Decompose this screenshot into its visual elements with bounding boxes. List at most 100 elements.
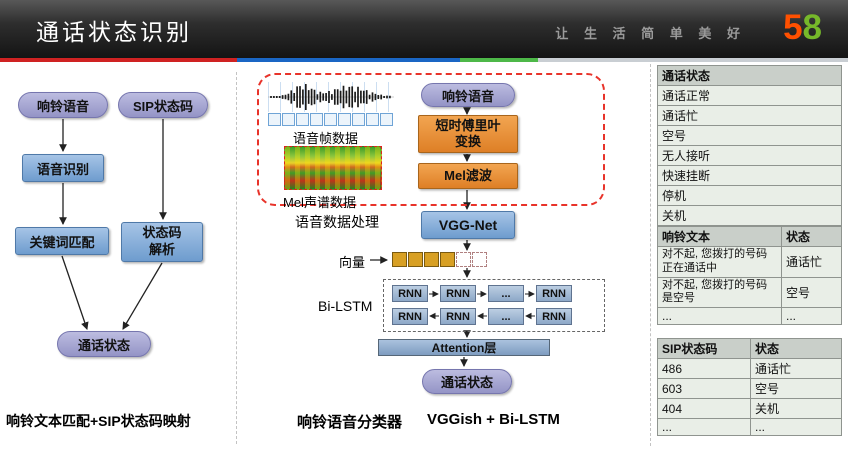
table-row: 603 空号	[657, 378, 842, 399]
table-row: 停机	[657, 185, 842, 206]
cell: 关机	[657, 205, 842, 226]
cell: 通话忙	[750, 358, 842, 379]
stripe-blue	[237, 58, 460, 62]
cell: 对不起, 您拨打的号码正在通话中	[657, 246, 782, 278]
logo-digit-5: 5	[783, 8, 803, 47]
node-stft: 短时傅里叶 变换	[418, 115, 518, 153]
stripe-gray	[538, 58, 848, 62]
rnn-label: RNN	[398, 287, 422, 300]
node-ring-voice: 响铃语音	[18, 92, 108, 118]
mel-spectrogram-image	[284, 146, 382, 190]
node-label: VGG-Net	[438, 217, 498, 233]
rnn-label: RNN	[542, 287, 566, 300]
frame-cell	[310, 113, 323, 126]
frame-cell	[380, 113, 393, 126]
rnn-label: RNN	[446, 310, 470, 323]
table-row: ... ...	[657, 418, 842, 436]
vector-label: 向量	[339, 255, 366, 270]
cell: 停机	[657, 185, 842, 206]
rnn-label: RNN	[542, 310, 566, 323]
rnn-cell: ...	[488, 285, 524, 302]
table-row: 404 关机	[657, 398, 842, 419]
table-row: 无人接听	[657, 145, 842, 166]
frame-cell	[268, 113, 281, 126]
cell: 空号	[750, 378, 842, 399]
vector-cell-dashed	[456, 252, 471, 267]
node-call-status-left: 通话状态	[57, 331, 151, 357]
vector-cell	[440, 252, 455, 267]
frame-data-label: 语音帧数据	[293, 131, 359, 146]
rnn-cell: RNN	[440, 308, 476, 325]
table-header-row: SIP状态码 状态	[657, 338, 842, 359]
frame-cell	[338, 113, 351, 126]
frame-cell	[296, 113, 309, 126]
vector-cell	[424, 252, 439, 267]
frame-cell	[282, 113, 295, 126]
cell: 603	[657, 378, 751, 399]
call-status-table: 通话状态 通话正常 通话忙 空号 无人接听 快速挂断 停机 关机	[657, 65, 842, 226]
brand-logo: 58	[783, 7, 822, 49]
table-header-row: 响铃文本 状态	[657, 226, 842, 247]
waveform-image	[268, 82, 394, 112]
bilstm-dashed-box	[383, 279, 605, 332]
cell: 快速挂断	[657, 165, 842, 186]
separator-middle-right	[650, 64, 651, 446]
separator-left-middle	[236, 72, 237, 444]
table-header: SIP状态码	[657, 338, 751, 359]
bilstm-label: Bi-LSTM	[318, 298, 373, 314]
node-code-parse: 状态码 解析	[121, 222, 203, 262]
node-label-line2: 变换	[454, 134, 481, 149]
node-label-line1: 状态码	[142, 225, 182, 241]
table-row: 486 通话忙	[657, 358, 842, 379]
left-caption: 响铃文本匹配+SIP状态码映射	[6, 413, 191, 429]
cell: ...	[657, 307, 782, 325]
table-row: 通话正常	[657, 85, 842, 106]
rnn-label: RNN	[398, 310, 422, 323]
rnn-label: ...	[501, 287, 511, 300]
node-ring-voice-mid: 响铃语音	[421, 83, 515, 107]
node-label-line2: 解析	[148, 242, 175, 257]
node-label-line1: 短时傅里叶	[435, 117, 501, 133]
table-row: 快速挂断	[657, 165, 842, 186]
node-label: 通话状态	[77, 337, 130, 353]
table-row: 空号	[657, 125, 842, 146]
node-keyword-match: 关键词匹配	[15, 227, 109, 255]
node-label: 通话状态	[440, 375, 493, 390]
table-row: ... ...	[657, 307, 842, 325]
cell: ...	[781, 307, 842, 325]
processing-label: 语音数据处理	[295, 214, 379, 230]
page-title: 通话状态识别	[36, 19, 192, 45]
table-header: 通话状态	[657, 65, 842, 86]
cell: 通话忙	[657, 105, 842, 126]
node-label: 响铃语音	[441, 88, 494, 104]
table-row: 通话忙	[657, 105, 842, 126]
vector-cells	[392, 252, 487, 267]
rnn-cell: ...	[488, 308, 524, 325]
cell: ...	[750, 418, 842, 436]
frame-cell	[324, 113, 337, 126]
rnn-cell: RNN	[392, 285, 428, 302]
cell: 通话正常	[657, 85, 842, 106]
attention-label: Attention层	[431, 341, 497, 355]
sip-code-table: SIP状态码 状态 486 通话忙 603 空号 404 关机 ... ...	[657, 338, 842, 436]
node-sip-code: SIP状态码	[118, 92, 208, 118]
frame-cell	[352, 113, 365, 126]
middle-caption-right: VGGish + Bi-LSTM	[427, 411, 560, 428]
node-label: SIP状态码	[133, 98, 193, 114]
table-header: 状态	[750, 338, 842, 359]
stripe-green	[460, 58, 538, 62]
rnn-cell: RNN	[392, 308, 428, 325]
frame-strip	[268, 113, 394, 126]
frame-cell	[366, 113, 379, 126]
table-header: 状态	[781, 226, 842, 247]
vector-cell	[392, 252, 407, 267]
brand-slogan: 让 生 活 简 单 美 好	[555, 26, 746, 41]
node-label: Mel滤波	[444, 167, 492, 183]
node-label: 语音识别	[36, 161, 89, 177]
vector-cell	[408, 252, 423, 267]
preprocess-dashed-box	[257, 73, 605, 206]
rnn-label: ...	[501, 310, 511, 323]
table-header: 响铃文本	[657, 226, 782, 247]
accent-stripe	[0, 58, 848, 62]
